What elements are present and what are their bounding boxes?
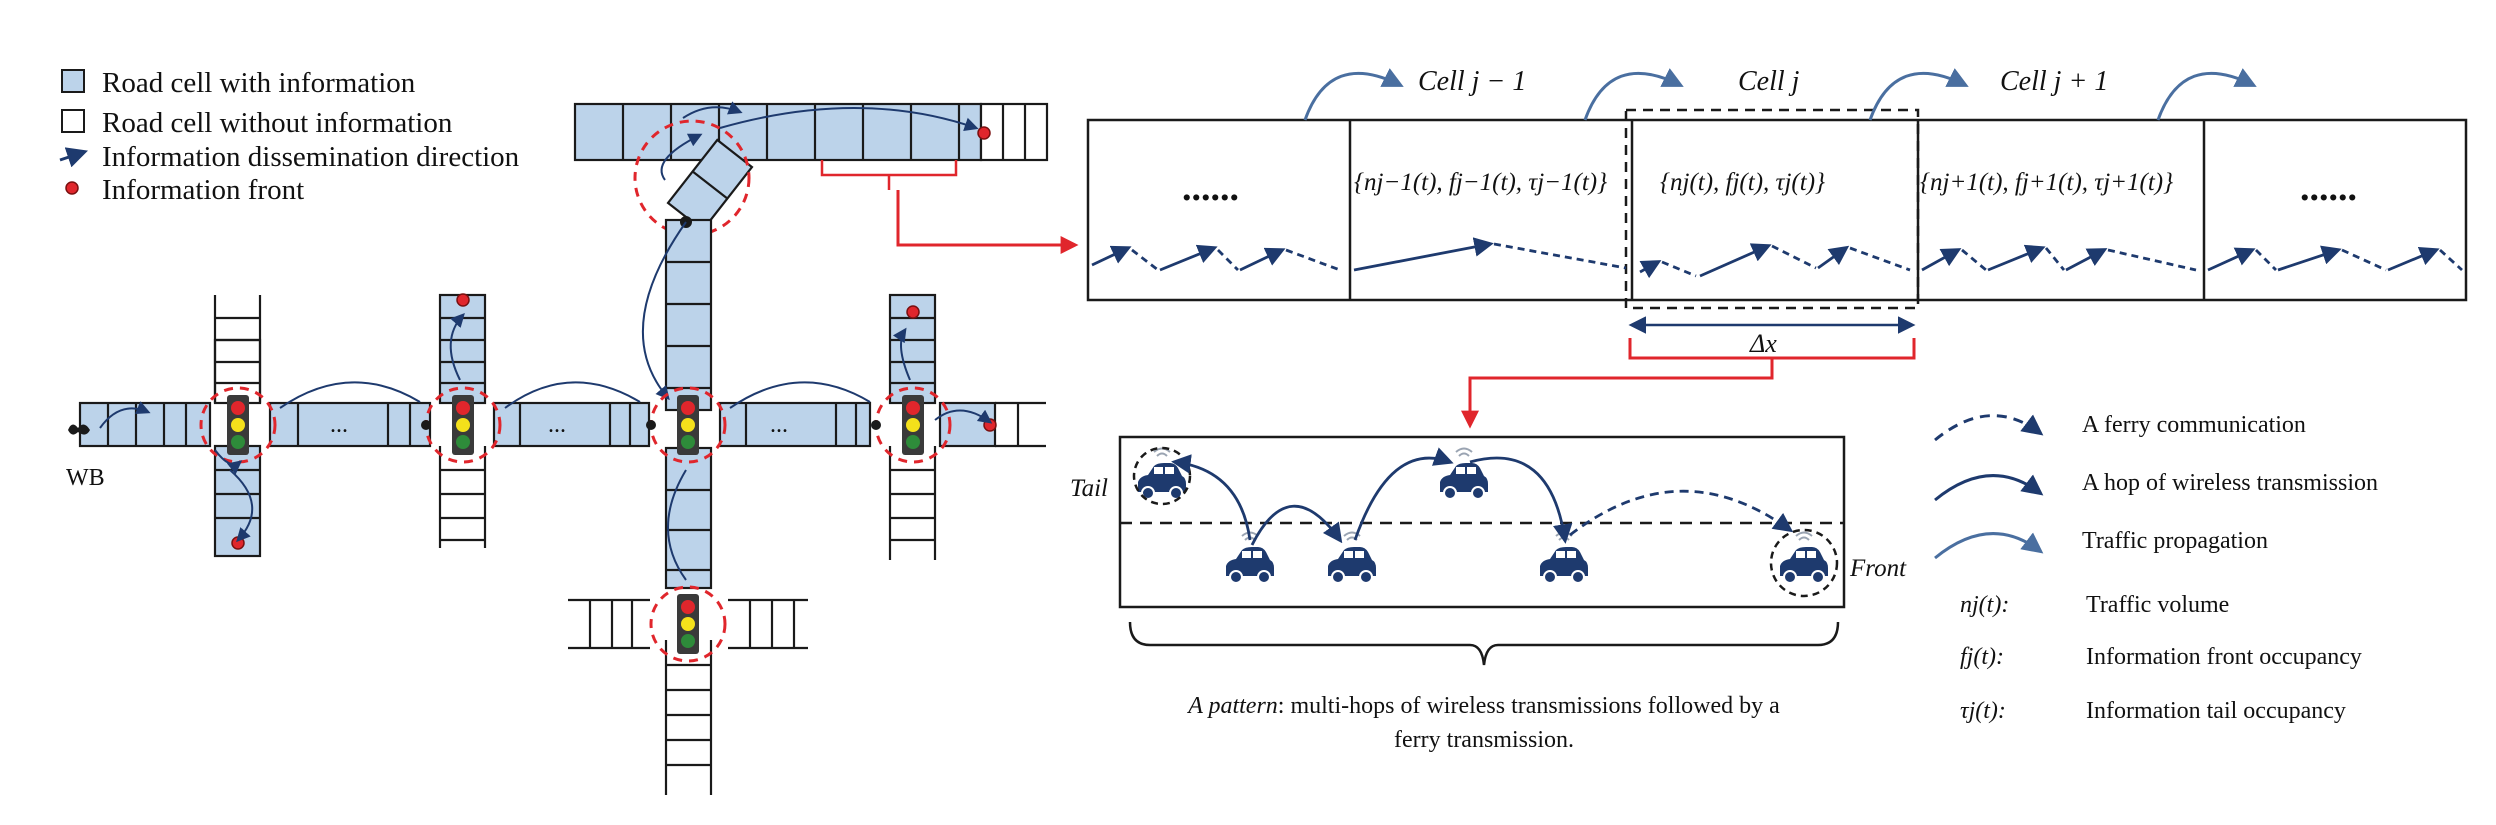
legend-item-label: Road cell without information [102,107,453,139]
cell-state-text: {nj+1(t), fj+1(t), τj+1(t)} [1920,169,2173,196]
intersection-circle [649,585,727,663]
definition-symbol: fj(t): [1960,644,2004,670]
ellipsis-label: ... [330,412,348,438]
tail-car-circle [1132,446,1192,506]
intersection-circle [633,119,751,237]
legend-item-label: Information dissemination direction [102,141,520,173]
empty-square-icon [61,109,85,133]
cell-state-text: {nj−1(t), fj−1(t), τj−1(t)} [1354,169,1607,196]
arrow-icon [59,147,88,168]
front-car-circle [1769,528,1839,598]
definition-symbol: τj(t): [1960,698,2006,724]
ellipsis-label: ... [770,412,788,438]
legend-right: A ferry communication A hop of wireless … [1934,412,2378,724]
cell-header: Cell j + 1 [2000,66,2108,97]
cell-ellipsis: ...... [2300,167,2357,209]
intersection-3 [646,381,871,464]
road-network: ... ... ... WB [66,101,1049,795]
legend-item-label: Information front [102,174,304,206]
wb-icon [68,424,90,435]
definition-text: Information front occupancy [2086,644,2362,670]
cell-strip: Cell j − 1 Cell j Cell j + 1 ...... {nj−… [1086,66,2468,425]
dashed-arrow-icon [1934,414,2044,442]
legend-item-label: Road cell with information [102,67,416,99]
light-arrow-icon [1934,532,2044,560]
front-label: Front [1849,555,1907,582]
transmission-hops [1091,237,2463,279]
connector-arrow [896,190,1079,254]
pattern-caption-line2: ferry transmission. [1394,727,1574,753]
cell-header: Cell j − 1 [1418,66,1526,97]
tail-label: Tail [1070,475,1108,502]
intersection-4 [871,293,993,560]
highlighted-cell [1624,108,1920,310]
filled-square-icon [61,69,85,93]
ellipsis-label: ... [548,412,566,438]
delta-x-label: Δx [1749,329,1777,358]
definition-text: Traffic volume [2086,592,2229,618]
pattern-caption-line1: A pattern: multi-hops of wireless transm… [1186,693,1780,719]
legend-left: Road cell with information Road cell wit… [59,67,520,206]
delta-bracket [1470,338,1916,425]
legend-item-label: A ferry communication [2082,412,2306,438]
intersection-circle [199,386,277,464]
cell-ellipsis: ...... [1182,167,1239,209]
top-road [573,101,1049,190]
cell-header: Cell j [1738,66,1800,97]
traffic-propagation-arrows [1303,68,2257,121]
intersection-1 [199,295,277,558]
definition-text: Information tail occupancy [2086,698,2346,724]
intersection-2 [279,293,641,548]
pattern-caption-text: : multi-hops of wireless transmissions f… [1278,693,1780,719]
cell-state-text: {nj(t), fj(t), τj(t)} [1660,169,1825,196]
red-dot-icon [65,181,79,195]
pattern-hops [1171,447,1794,546]
legend-item-label: A hop of wireless transmission [2082,470,2378,496]
pattern-brace [1128,621,1840,666]
solid-arrow-icon [1934,474,2044,502]
information-front-dot [977,126,991,140]
definition-symbol: nj(t): [1960,592,2009,618]
pattern-box: Tail Front A pattern: multi-hops of wire… [1070,435,1907,753]
legend-item-label: Traffic propagation [2082,528,2268,554]
wb-label: WB [66,465,105,491]
pattern-caption-italic: A pattern [1186,693,1278,719]
